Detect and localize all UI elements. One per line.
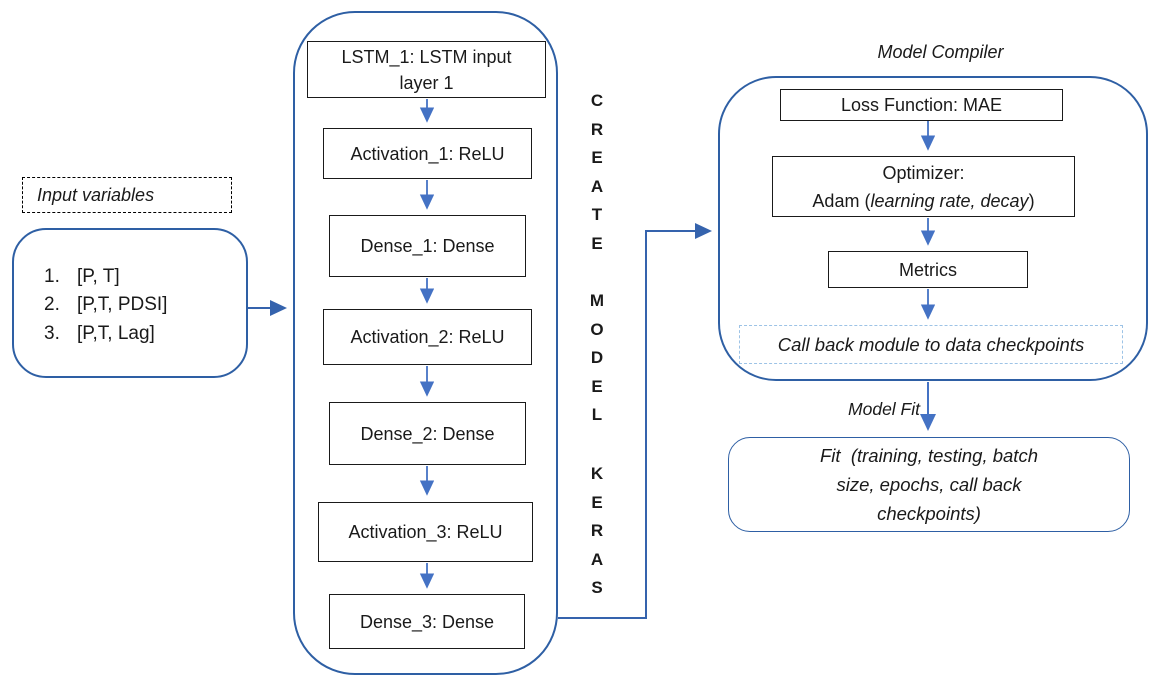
list-item: 3. [P,T, Lag]: [44, 320, 167, 348]
node-dense3: Dense_3: Dense: [329, 594, 525, 649]
node-loss-function: Loss Function: MAE: [780, 89, 1063, 121]
node-callback-module: Call back module to data checkpoints: [739, 325, 1123, 364]
model-compiler-title: Model Compiler: [877, 42, 1004, 62]
node-label-line2: layer 1: [399, 72, 454, 93]
node-label: Loss Function: MAE: [840, 95, 1003, 115]
model-fit-label: Model Fit: [848, 399, 920, 419]
node-label: Metrics: [899, 259, 957, 280]
node-activation1: Activation_1: ReLU: [323, 128, 532, 179]
optimizer-line2-prefix: Adam (: [812, 190, 871, 211]
list-item-number: 3.: [44, 322, 60, 344]
node-label: Activation_3: ReLU: [348, 522, 503, 542]
optimizer-line2-italic: learning rate, decay: [870, 190, 1029, 211]
vertical-word-keras: KERAS: [590, 464, 604, 598]
list-item-number: 1.: [44, 266, 60, 287]
node-label: Dense_1: Dense: [360, 236, 495, 256]
callback-label: Call back module to data checkpoints: [777, 333, 1085, 355]
list-item: 2. [P,T, PDSI]: [44, 291, 167, 319]
node-lstm1: LSTM_1: LSTM input layer 1: [307, 41, 546, 98]
vertical-word-create: CREATE: [590, 91, 604, 253]
input-variables-list: 1. [P, T] 2. [P,T, PDSI] 3. [P,T, Lag]: [44, 263, 167, 348]
list-item-text: [P, T]: [77, 266, 120, 287]
list-item-text: [P,T, PDSI]: [77, 294, 168, 316]
optimizer-line2-suffix: ): [1028, 190, 1035, 211]
node-fit: Fit (training, testing, batch size, epoc…: [728, 437, 1130, 532]
node-label: Activation_2: ReLU: [350, 327, 505, 347]
fit-line2: size, epochs, call back: [836, 474, 1022, 495]
fit-line3: checkpoints): [877, 503, 981, 524]
node-label: Activation_1: ReLU: [350, 143, 505, 164]
model-compiler-container: [718, 76, 1148, 381]
node-activation3: Activation_3: ReLU: [318, 502, 533, 562]
list-item-text: [P,T, Lag]: [77, 322, 155, 344]
fit-line1: Fit (training, testing, batch: [820, 445, 1038, 466]
input-variables-box: [12, 228, 248, 378]
node-label: Dense_2: Dense: [360, 423, 495, 444]
node-label-line1: LSTM_1: LSTM input: [341, 46, 512, 67]
optimizer-line1: Optimizer:: [882, 162, 965, 183]
list-item: 1. [P, T]: [44, 263, 167, 291]
input-variables-label-box: Input variables: [22, 177, 232, 213]
node-optimizer: Optimizer: Adam (learning rate, decay): [772, 156, 1075, 217]
node-activation2: Activation_2: ReLU: [323, 309, 532, 365]
connector-keras-to-compiler: [558, 223, 712, 619]
node-metrics: Metrics: [828, 251, 1028, 288]
list-item-number: 2.: [44, 294, 60, 316]
node-dense1: Dense_1: Dense: [329, 215, 526, 277]
keras-model-container: [293, 11, 558, 675]
node-label: Dense_3: Dense: [359, 611, 495, 632]
vertical-word-model: MODEL: [589, 291, 605, 425]
optimizer-line2: Adam (learning rate, decay): [812, 187, 1034, 215]
input-variables-label: Input variables: [37, 184, 155, 205]
node-dense2: Dense_2: Dense: [329, 402, 526, 465]
